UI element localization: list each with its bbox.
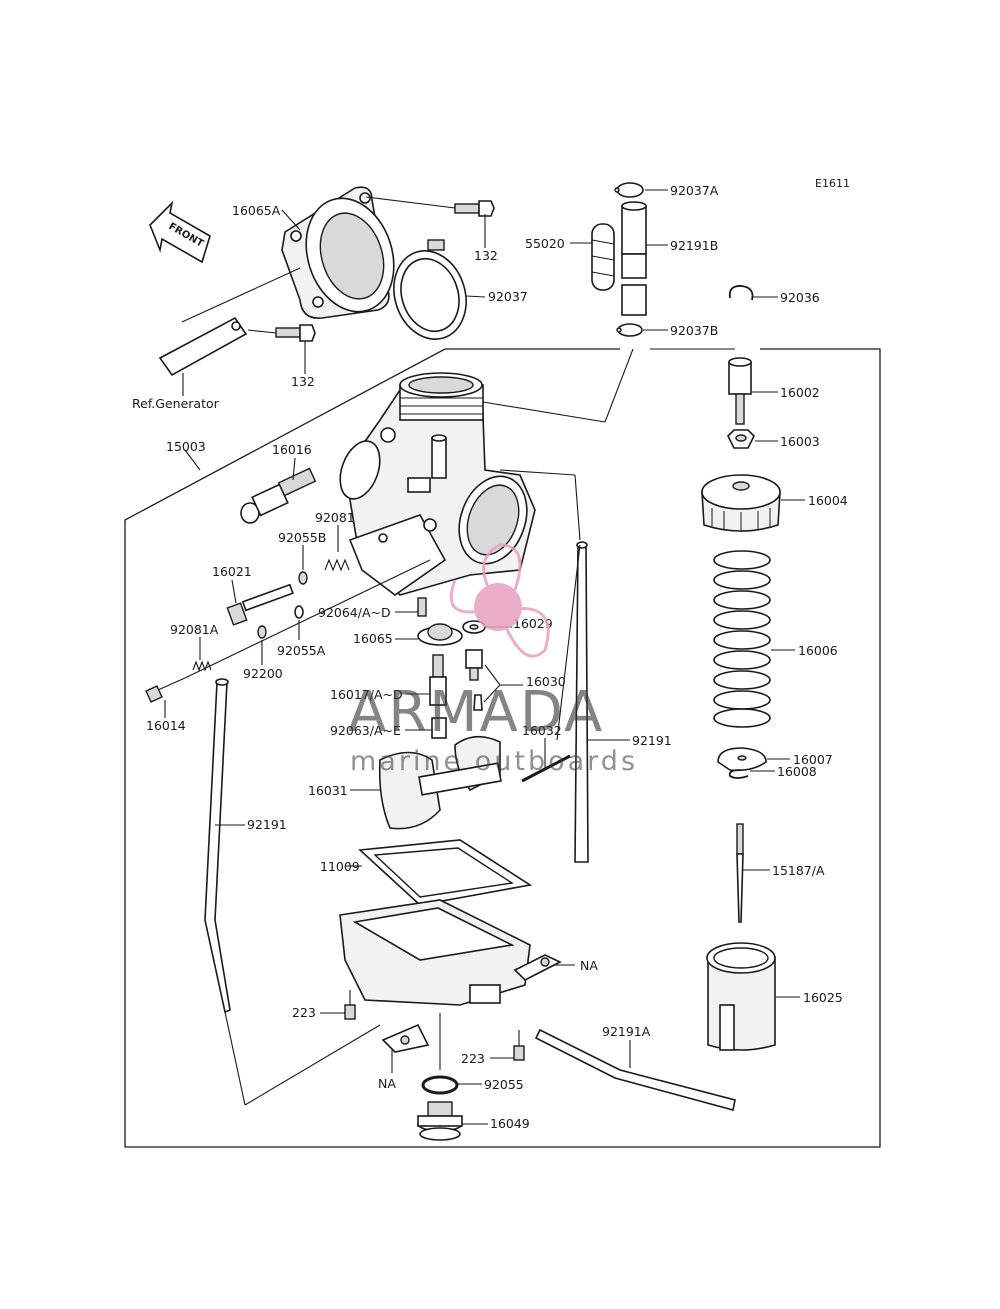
label-92037: 92037 [488, 289, 528, 304]
label-92191-right: 92191 [632, 733, 672, 748]
pilot-screw-16021 [226, 583, 294, 626]
float-pin-16032 [521, 754, 571, 783]
label-55020: 55020 [525, 236, 565, 251]
spring-16006 [713, 550, 771, 728]
label-15187: 15187/A [772, 863, 825, 878]
hose-clamp-92037 [393, 239, 467, 340]
label-16007: 16007 [793, 752, 833, 767]
label-92055: 92055 [484, 1077, 524, 1092]
nut-16003 [727, 429, 755, 449]
jet-holder-92063 [431, 717, 447, 739]
carburetor-body-15003 [339, 372, 536, 596]
spring-92081 [324, 558, 350, 572]
label-16065a: 16065A [232, 203, 281, 218]
label-16014: 16014 [146, 718, 186, 733]
screw-223-right [513, 1030, 525, 1061]
o-ring-92055 [421, 1075, 459, 1095]
label-92036: 92036 [780, 290, 820, 305]
clip-92037b [616, 323, 643, 337]
label-16002: 16002 [780, 385, 820, 400]
jet-needle-15187 [736, 823, 744, 923]
label-16003: 16003 [780, 434, 820, 449]
label-92037b: 92037B [670, 323, 718, 338]
spring-92081a [192, 660, 212, 672]
label-92055b: 92055B [278, 530, 326, 545]
screw-92064 [417, 597, 427, 617]
needle-jet-16017 [429, 654, 447, 706]
label-223-left: 223 [292, 1005, 316, 1020]
label-92191b: 92191B [670, 238, 718, 253]
vent-tube-92191-right [574, 541, 589, 863]
bolt-132-lower [275, 324, 316, 342]
label-16017: 16017/A~D [330, 687, 403, 702]
choke-plunger-16016 [240, 467, 317, 524]
label-16004: 16004 [808, 493, 848, 508]
drain-tube-92191a [534, 1028, 736, 1111]
label-16021: 16021 [212, 564, 252, 579]
label-16016: 16016 [272, 442, 312, 457]
throttle-valve-16025 [706, 942, 776, 1051]
label-132-top: 132 [474, 248, 498, 263]
label-92063: 92063/A~E [330, 723, 401, 738]
label-11009: 11009 [320, 859, 360, 874]
bracket-na-left [381, 1023, 430, 1053]
label-16025: 16025 [803, 990, 843, 1005]
intake-holder-16065a [281, 186, 395, 319]
label-92191a: 92191A [602, 1024, 651, 1039]
label-223-right: 223 [461, 1051, 485, 1066]
label-16031: 16031 [308, 783, 348, 798]
label-ref-generator: Ref.Generator [132, 396, 220, 411]
bolt-132-top [454, 200, 495, 217]
adjuster-16002 [728, 357, 752, 425]
label-92200: 92200 [243, 666, 283, 681]
label-132-lower: 132 [291, 374, 315, 389]
clip-16008 [728, 769, 749, 779]
label-na-left: NA [378, 1076, 396, 1091]
label-92081: 92081 [315, 510, 355, 525]
tube-92191b [621, 201, 647, 316]
plate-16007 [717, 747, 767, 772]
vent-tube-92191-left [204, 678, 231, 1014]
label-15003: 15003 [166, 439, 206, 454]
watermark-brand: ARMADA [348, 680, 604, 745]
washer-92200 [257, 625, 267, 639]
front-arrow-icon: FRONT [149, 200, 211, 264]
label-92055a: 92055A [277, 643, 326, 658]
label-92064: 92064/A~D [318, 605, 391, 620]
o-ring-92055a [294, 605, 304, 619]
o-ring-92055b [298, 571, 308, 585]
clip-92037a [614, 182, 644, 198]
label-92081a: 92081A [170, 622, 219, 637]
gasket-16065 [417, 623, 463, 646]
tube-55020 [591, 223, 615, 291]
cap-16004 [701, 474, 781, 532]
label-16032: 16032 [522, 723, 562, 738]
label-16049: 16049 [490, 1116, 530, 1131]
screw-223-left [344, 990, 356, 1020]
main-jet-16030 [465, 649, 483, 711]
label-92037a: 92037A [670, 183, 719, 198]
diagram-code: E1611 [815, 177, 850, 190]
label-na-right: NA [580, 958, 598, 973]
label-16029: 16029 [513, 616, 553, 631]
float-16031 [378, 735, 502, 830]
ref-generator-bracket [158, 316, 248, 377]
label-16030: 16030 [526, 674, 566, 689]
label-16065: 16065 [353, 631, 393, 646]
label-16008: 16008 [777, 764, 817, 779]
clip-92036 [728, 285, 754, 301]
label-16006: 16006 [798, 643, 838, 658]
armada-logo-icon [449, 543, 550, 658]
label-92191-left: 92191 [247, 817, 287, 832]
bracket-na-right [513, 954, 562, 981]
drain-plug-16049 [417, 1101, 463, 1141]
assembly-frame [124, 348, 881, 1148]
gasket-11009 [358, 839, 533, 906]
screw-16014 [145, 677, 186, 703]
watermark-tagline: marine outboards [350, 746, 638, 777]
float-bowl [339, 899, 531, 1006]
